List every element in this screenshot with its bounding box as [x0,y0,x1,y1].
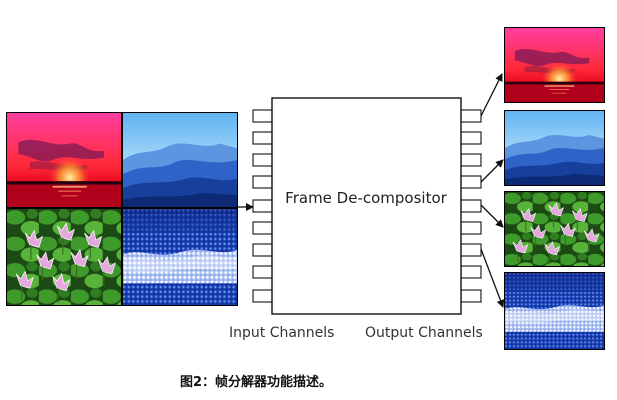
input-pins [252,109,274,303]
input-channels-label: Input Channels [229,325,334,341]
input-mountains-image [123,113,237,207]
output-field-image [505,273,604,349]
output-lotus-image [505,192,604,266]
output-pins [460,109,482,303]
input-lotus-image [7,209,121,305]
input-composite-frame [6,112,238,306]
output-channels-label: Output Channels [365,325,483,341]
output-sunset-image [505,28,604,102]
output-mountains-image [505,111,604,185]
output-arrows [480,73,505,308]
output-images [504,27,605,350]
box-label: Frame De-compositor [285,189,447,207]
input-field-image [123,209,237,305]
frame-decompositor-box [271,97,462,315]
figure-caption: 图2：帧分解器功能描述。 [180,375,333,390]
input-sunset-image [7,113,121,207]
